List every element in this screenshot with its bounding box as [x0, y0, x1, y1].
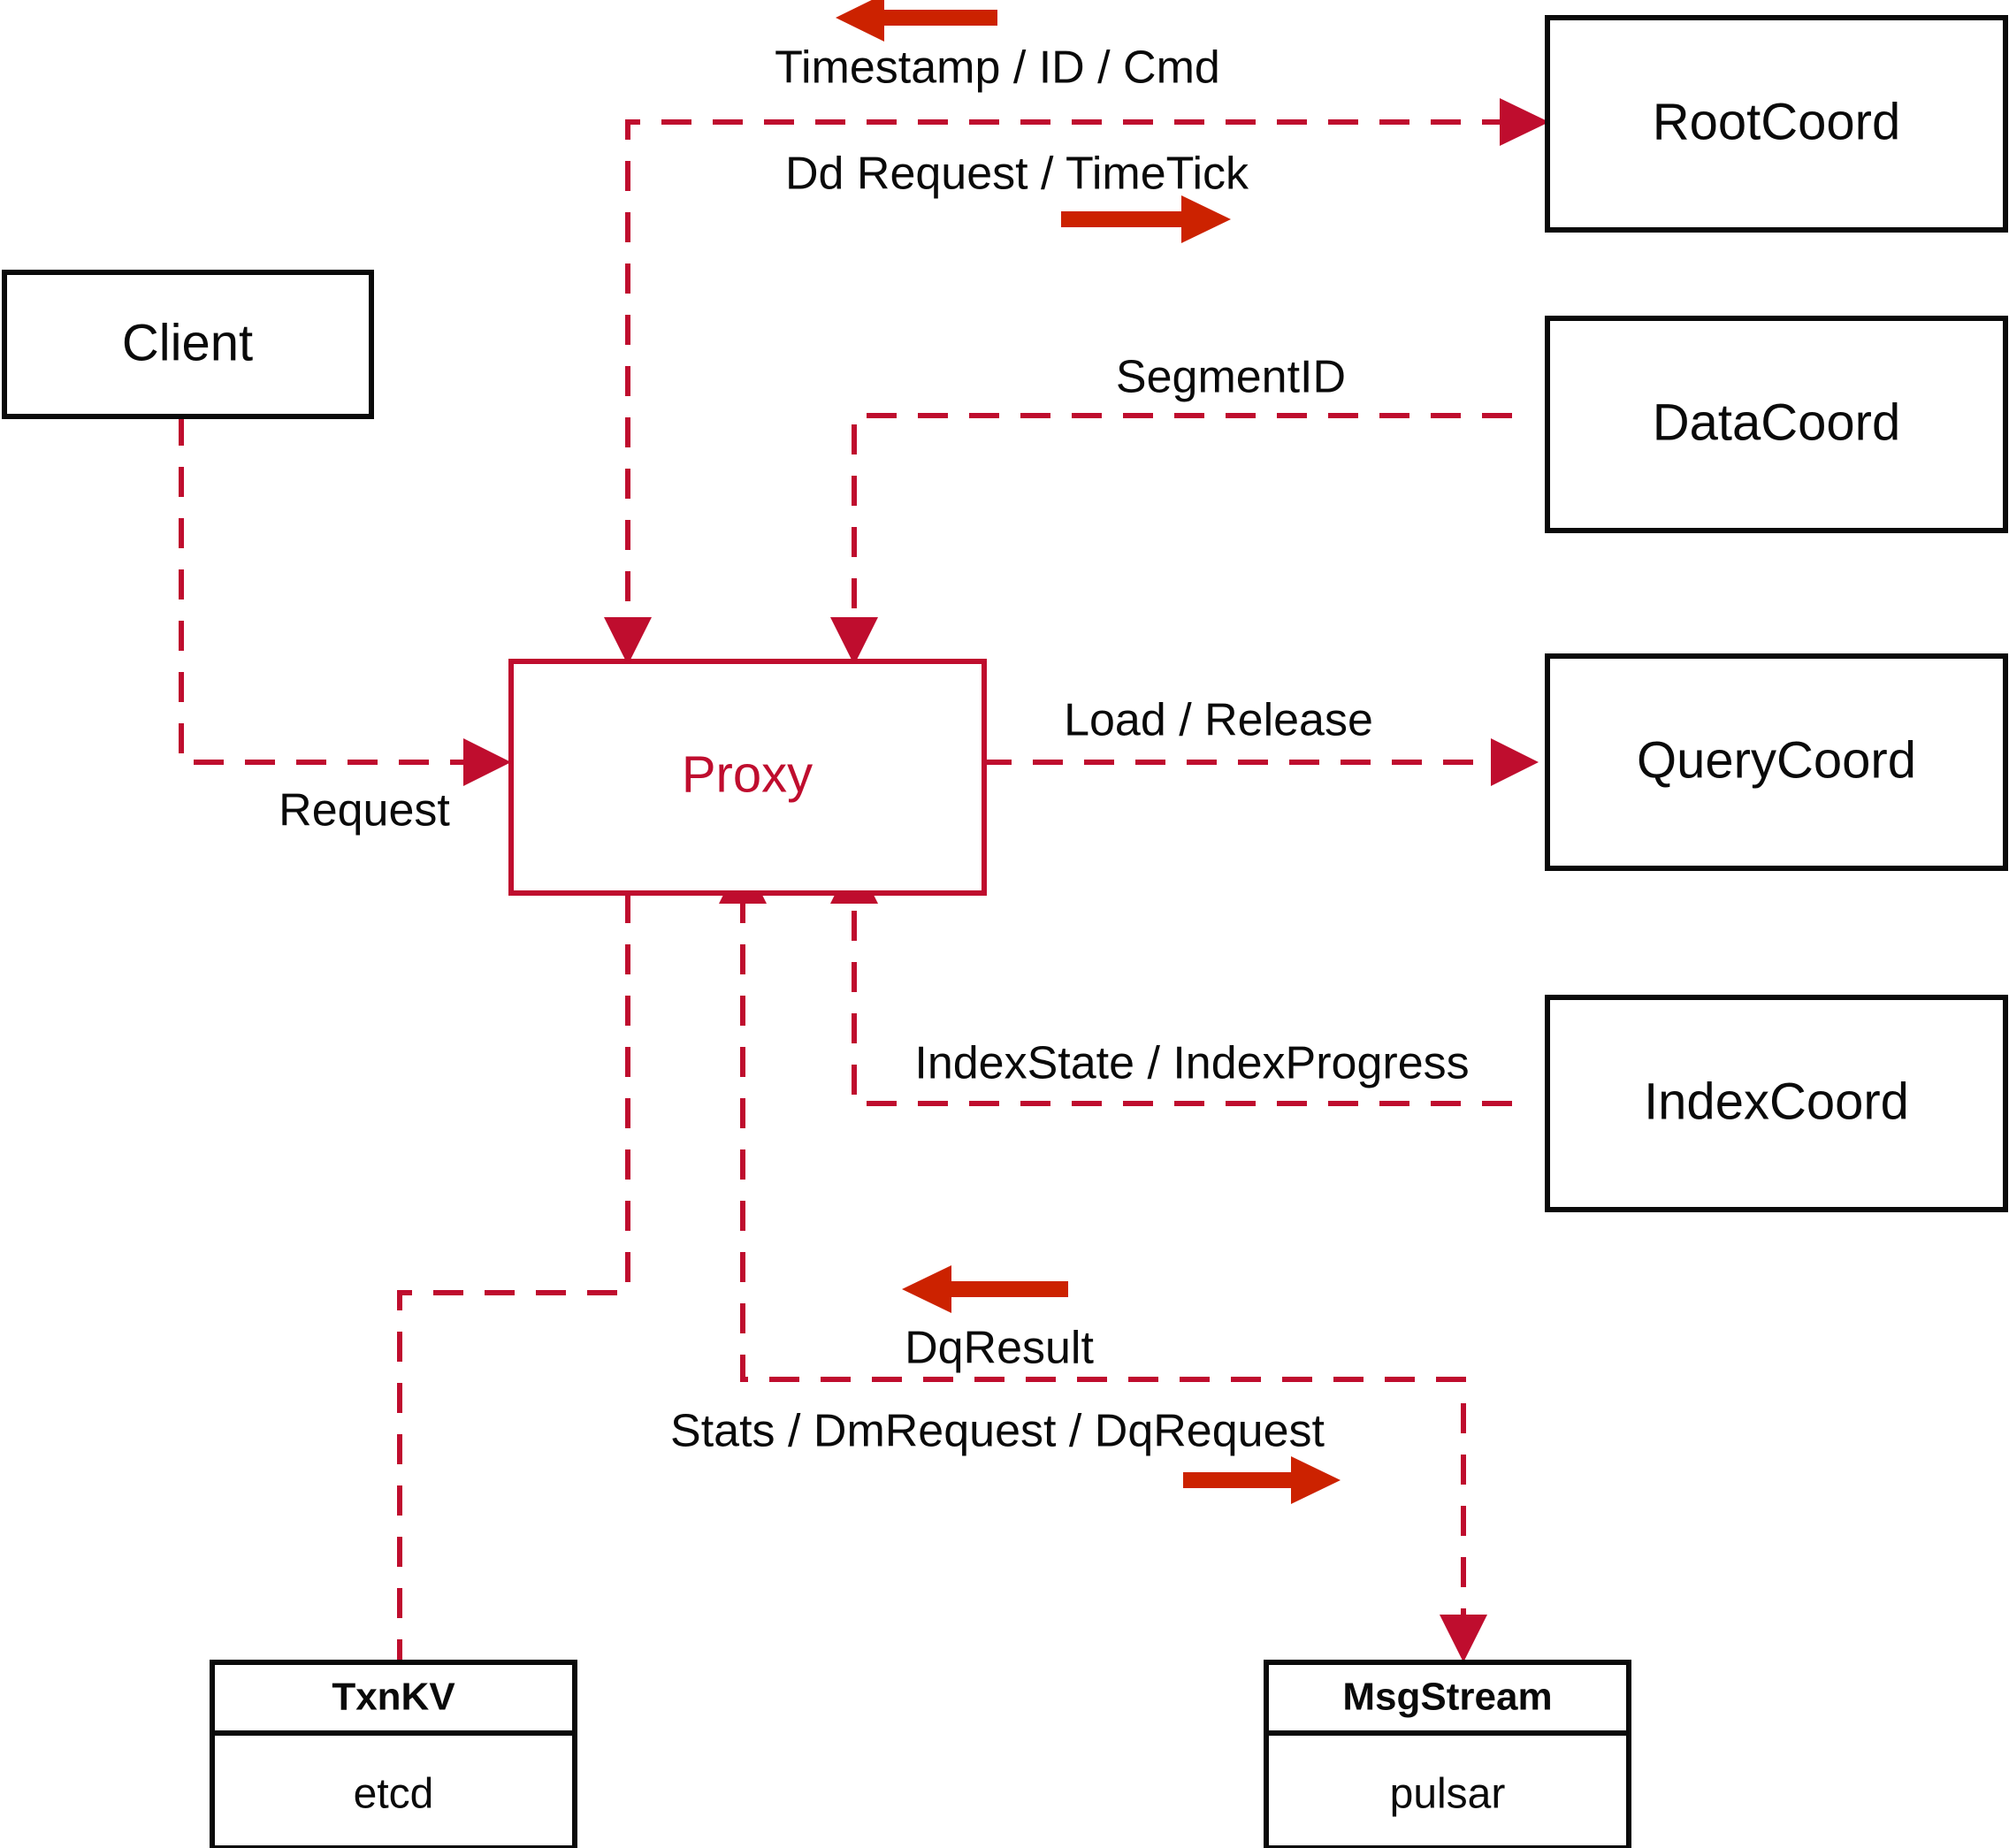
node-msgstream-label: MsgStream — [1342, 1676, 1552, 1719]
direction-arrow-timestamp-left-head — [836, 0, 884, 42]
edge-label-request: Request — [279, 785, 450, 836]
node-proxy-label: Proxy — [682, 745, 813, 803]
flow-stats-dm-dq-request-arrowhead — [1440, 1615, 1487, 1662]
node-txnkv-label: TxnKV — [332, 1676, 455, 1719]
direction-arrow-ddrequest-right-head — [1181, 195, 1231, 243]
edge-label-stats-dm-dq-request: Stats / DmRequest / DqRequest — [670, 1406, 1325, 1457]
node-msgstream-impl-label: pulsar — [1390, 1771, 1506, 1818]
flow-request — [179, 416, 469, 765]
flow-load-release-arrowhead — [1491, 738, 1539, 786]
flow-request-arrowhead — [463, 738, 511, 786]
flow-segment-id — [852, 413, 1512, 628]
node-datacoord-label: DataCoord — [1653, 393, 1900, 451]
node-indexcoord-label: IndexCoord — [1644, 1073, 1909, 1130]
edge-label-timestamp-id-cmd: Timestamp / ID / Cmd — [775, 42, 1220, 94]
edge-label-load-release: Load / Release — [1064, 695, 1373, 746]
node-msgstream[interactable] — [1264, 1660, 1631, 1848]
edge-label-index-state-progress: IndexState / IndexProgress — [914, 1038, 1469, 1089]
edge-label-segment-id: SegmentID — [1116, 352, 1346, 403]
flow-timestamp-id-cmd-arrowhead — [604, 617, 652, 665]
edge-label-dd-request-timetick: Dd Request / TimeTick — [785, 149, 1249, 200]
direction-arrow-dqrequest-right-head — [1291, 1456, 1341, 1504]
node-txnkv[interactable] — [210, 1660, 577, 1848]
flow-dd-request-arrowhead — [1500, 98, 1549, 146]
node-client[interactable] — [2, 270, 374, 419]
node-rootcoord-label: RootCoord — [1653, 93, 1900, 150]
node-indexcoord[interactable] — [1545, 995, 2008, 1212]
node-txnkv-impl-label: etcd — [354, 1771, 434, 1818]
node-proxy[interactable] — [508, 659, 987, 896]
node-datacoord[interactable] — [1545, 316, 2008, 533]
direction-arrow-dqresult-left-head — [902, 1265, 951, 1313]
edge-label-dq-result: DqResult — [905, 1323, 1094, 1374]
flow-segment-id-arrowhead — [830, 617, 878, 665]
flow-timestamp-id-cmd — [625, 119, 1512, 628]
node-client-label: Client — [122, 314, 253, 371]
flow-index-state-progress — [852, 893, 1512, 1106]
flow-stats-dm-dq-request — [740, 893, 1466, 1625]
flow-txnkv-link — [397, 893, 630, 1662]
node-rootcoord[interactable] — [1545, 15, 2008, 233]
node-querycoord-label: QueryCoord — [1637, 731, 1916, 789]
node-querycoord[interactable] — [1545, 653, 2008, 871]
